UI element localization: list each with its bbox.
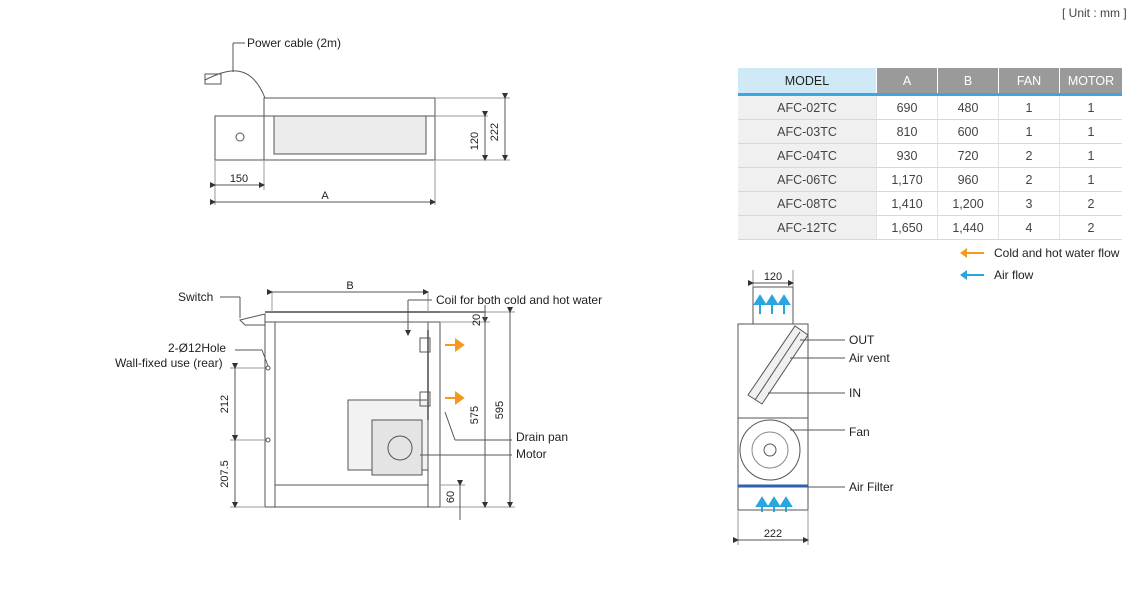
front-dim-b: B (346, 280, 353, 292)
motor-label: Motor (516, 447, 547, 461)
top-view-opening (273, 115, 427, 155)
side-dim-120: 120 (764, 271, 782, 283)
cell-model: AFC-08TC (738, 191, 877, 216)
table-row: AFC-12TC 1,650 1,440 4 2 (738, 215, 1122, 240)
cell-fan: 1 (998, 94, 1060, 120)
hole-label-line1: 2-Ø12Hole (168, 341, 226, 355)
cell-fan: 2 (998, 143, 1060, 168)
spec-table: MODEL A B FAN MOTOR AFC-02TC 690 480 1 1… (738, 68, 1122, 240)
cell-motor: 1 (1059, 143, 1122, 168)
water-flow-arrows (445, 338, 465, 405)
cell-motor: 1 (1059, 167, 1122, 192)
spec-header-row: MODEL A B FAN MOTOR (738, 68, 1122, 96)
cell-a: 930 (876, 143, 938, 168)
side-view-outlet (752, 286, 794, 325)
air-flow-arrows (753, 294, 793, 512)
power-plug (204, 73, 222, 85)
cell-b: 1,200 (937, 191, 999, 216)
cell-motor: 2 (1059, 215, 1122, 240)
legend-air-label: Air flow (994, 268, 1034, 282)
blue-arrow-icon (960, 270, 984, 280)
front-dim-212: 212 (219, 395, 231, 413)
side-fan (739, 419, 801, 481)
hole-label-line2: Wall-fixed use (rear) (115, 356, 223, 370)
table-row: AFC-02TC 690 480 1 1 (738, 94, 1122, 120)
header-fan: FAN (998, 68, 1060, 96)
table-row: AFC-03TC 810 600 1 1 (738, 119, 1122, 144)
legend-water: Cold and hot water flow (960, 246, 1119, 260)
front-dim-595: 595 (494, 401, 506, 419)
header-model: MODEL (738, 68, 877, 96)
front-dim-60: 60 (445, 491, 457, 503)
side-view-body (737, 323, 809, 511)
header-motor: MOTOR (1059, 68, 1122, 96)
top-view (204, 42, 510, 205)
front-view (220, 289, 515, 520)
unit-label: [ Unit : mm ] (1062, 6, 1127, 20)
cell-b: 960 (937, 167, 999, 192)
side-view (733, 270, 845, 545)
legend-water-label: Cold and hot water flow (994, 246, 1120, 260)
top-dim-120: 120 (469, 132, 481, 150)
table-row: AFC-08TC 1,410 1,200 3 2 (738, 191, 1122, 216)
header-b: B (937, 68, 999, 96)
mount-hole (235, 132, 245, 142)
coil-fitting-top (419, 337, 431, 353)
coil-label: Coil for both cold and hot water (436, 293, 602, 307)
cell-a: 810 (876, 119, 938, 144)
header-a: A (876, 68, 938, 96)
out-label: OUT (849, 333, 875, 347)
top-dim-a: A (321, 190, 329, 202)
air-filter-label: Air Filter (849, 480, 894, 494)
top-dim-150: 150 (230, 173, 248, 185)
cell-model: AFC-04TC (738, 143, 877, 168)
motor-circle (387, 435, 413, 461)
cell-a: 1,170 (876, 167, 938, 192)
cell-b: 1,440 (937, 215, 999, 240)
legend-air: Air flow (960, 268, 1033, 282)
table-row: AFC-04TC 930 720 2 1 (738, 143, 1122, 168)
cell-fan: 2 (998, 167, 1060, 192)
cell-a: 690 (876, 94, 938, 120)
cell-model: AFC-06TC (738, 167, 877, 192)
cell-model: AFC-12TC (738, 215, 877, 240)
front-dim-575: 575 (469, 406, 481, 424)
cell-fan: 4 (998, 215, 1060, 240)
motor-shape (371, 419, 423, 476)
cell-model: AFC-03TC (738, 119, 877, 144)
top-dim-222: 222 (489, 123, 501, 141)
cell-a: 1,410 (876, 191, 938, 216)
coil-fitting-bottom (419, 391, 431, 407)
fan-label: Fan (849, 425, 870, 439)
cell-model: AFC-02TC (738, 94, 877, 120)
switch-label: Switch (178, 290, 213, 304)
cell-a: 1,650 (876, 215, 938, 240)
front-dim-20: 20 (471, 314, 483, 326)
power-cable-label: Power cable (2m) (247, 36, 341, 50)
cell-motor: 1 (1059, 94, 1122, 120)
cell-fan: 3 (998, 191, 1060, 216)
air-vent-label: Air vent (849, 351, 890, 365)
front-dim-207-5: 207.5 (219, 460, 231, 488)
cell-b: 720 (937, 143, 999, 168)
cell-b: 480 (937, 94, 999, 120)
side-dim-222: 222 (764, 528, 782, 540)
power-cable (204, 70, 266, 99)
cell-motor: 1 (1059, 119, 1122, 144)
orange-arrow-icon (960, 248, 984, 258)
switch-shape (239, 313, 266, 326)
drain-pan-label: Drain pan (516, 430, 568, 444)
cell-motor: 2 (1059, 191, 1122, 216)
front-view-body (264, 321, 441, 508)
in-label: IN (849, 386, 861, 400)
table-row: AFC-06TC 1,170 960 2 1 (738, 167, 1122, 192)
cell-b: 600 (937, 119, 999, 144)
cell-fan: 1 (998, 119, 1060, 144)
